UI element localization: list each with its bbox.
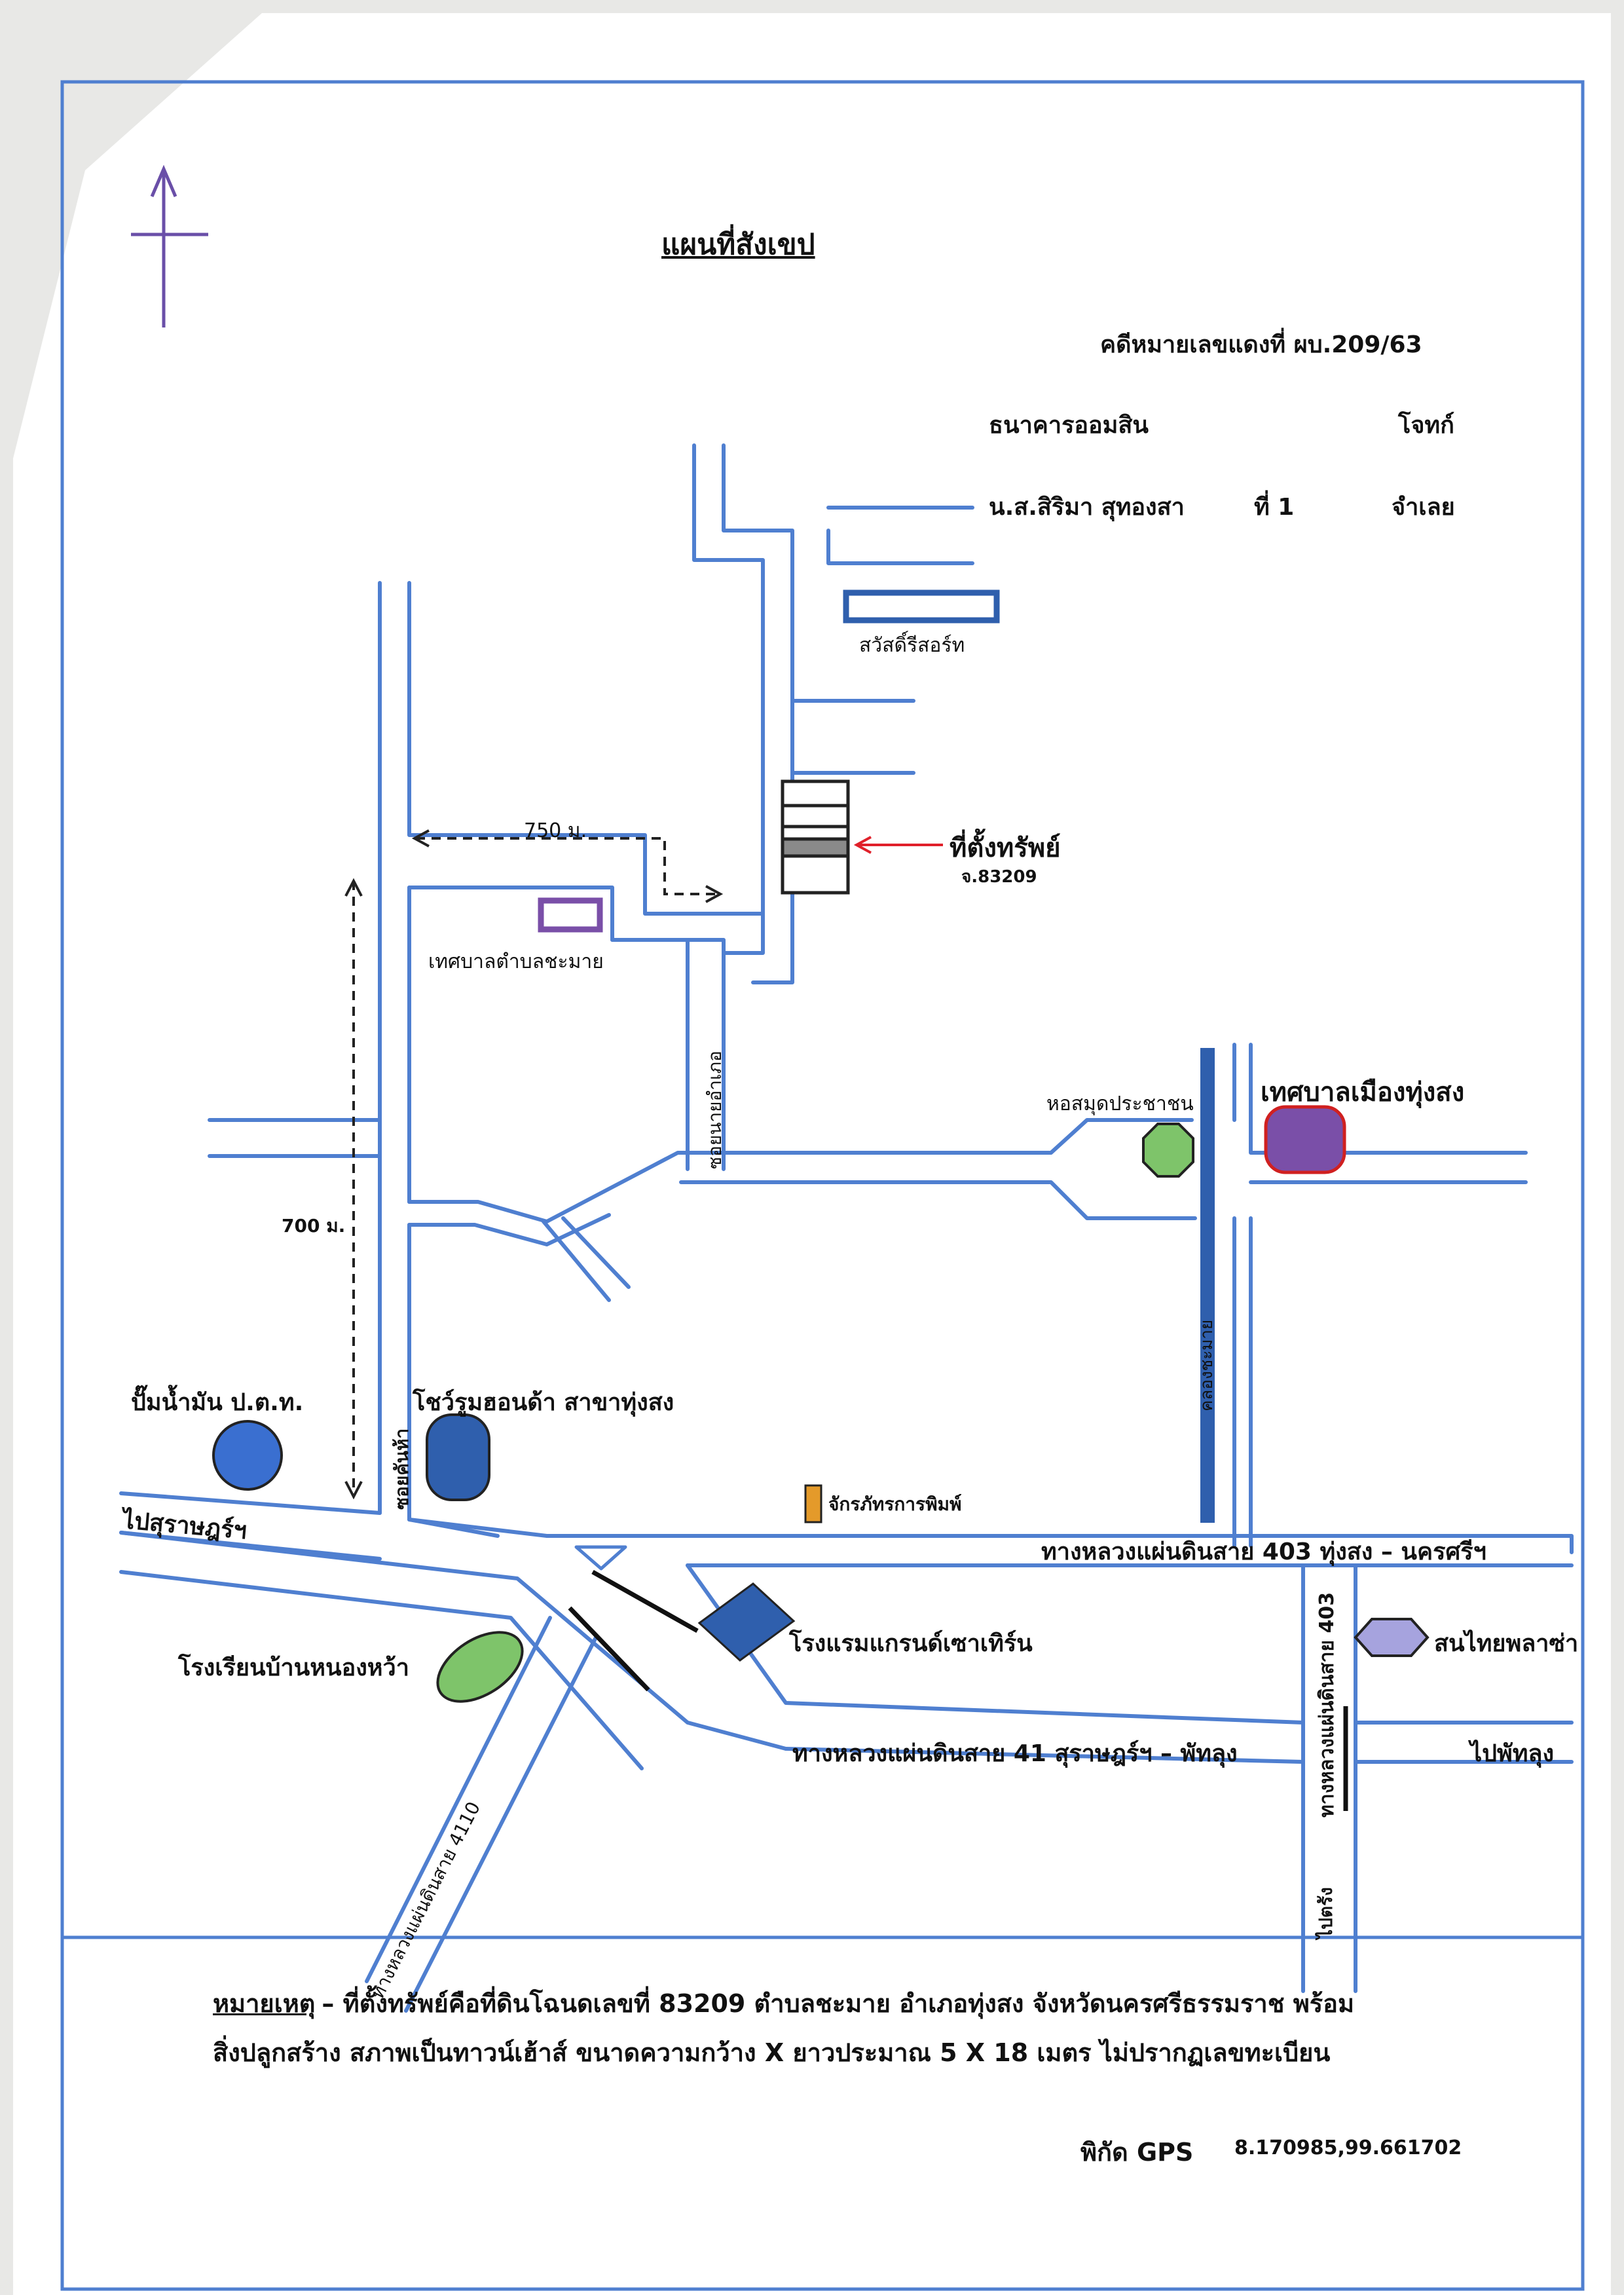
- hwy-403-vertical-label: ทางหลวงแผ่นดินสาย 403: [1316, 1592, 1338, 1818]
- page-title: แผนที่สังเขป: [661, 228, 815, 261]
- library-building: [1142, 1123, 1194, 1178]
- north-arrow-icon: [131, 164, 208, 327]
- plaintiff-role: โจทก์: [1398, 412, 1454, 439]
- remarks-line-2: สิ่งปลูกสร้าง สภาพเป็นทาวน์เฮ้าส์ ขนาดคว…: [213, 2038, 1331, 2067]
- resort-label: สวัสดิ์รีสอร์ท: [859, 634, 965, 657]
- school-label: โรงเรียนบ้านหนองหว้า: [178, 1654, 409, 1681]
- to-phatthalung-label: ไปพัทลุง: [1470, 1740, 1555, 1767]
- distance-arrows: [352, 837, 717, 1497]
- market-label: สนไทยพลาซ่า: [1434, 1630, 1579, 1657]
- subdistrict-office-building: [538, 897, 603, 933]
- case-number: คดีหมายเลขแดงที่ ผบ.209/63: [1100, 331, 1422, 358]
- showroom-building: [426, 1413, 490, 1501]
- defendant-name: น.ส.สิริมา สุทองสา: [989, 494, 1185, 521]
- soi-kuan-label: ซอยคันห้า: [391, 1428, 413, 1510]
- town-office-building: [1264, 1105, 1346, 1174]
- rail-markers: [568, 1569, 1348, 1811]
- defendant-role: จำเลย: [1392, 494, 1455, 521]
- canal: [1200, 1048, 1215, 1523]
- showroom-label: โชว์รูมฮอนด้า สาขาทุ่งสง: [413, 1389, 674, 1416]
- canal-label: คลองชะมาย: [1197, 1319, 1217, 1411]
- subdistrict-office-label: เทศบาลตำบลชะมาย: [428, 950, 604, 973]
- school-building: [436, 1631, 524, 1703]
- page-border: [60, 80, 1585, 2291]
- resort-building: [843, 589, 1000, 624]
- distance-vertical-label: 700 ม.: [282, 1215, 346, 1237]
- property-arrow: [853, 836, 943, 854]
- hwy-403-east-label: ทางหลวงแผ่นดินสาย 403 ทุ่งสง – นครศรีฯ: [1041, 1539, 1486, 1565]
- gps-label: พิกัด GPS: [1080, 2138, 1194, 2167]
- printing-label: จักรภัทรการพิมพ์: [828, 1493, 962, 1515]
- remarks-line-1: หมายเหตุ– ที่ตั้งทรัพย์คือที่ดินโฉนดเลขท…: [213, 1983, 1354, 2023]
- market-building: [1354, 1618, 1430, 1657]
- defendant-number: ที่ 1: [1254, 494, 1295, 521]
- hotel-label: โรงแรมแกรนด์เซาเทิร์น: [789, 1630, 1033, 1657]
- distance-arrowheads: [344, 829, 724, 1500]
- printing-building: [804, 1484, 822, 1523]
- town-office-label: เทศบาลเมืองทุ่งสง: [1261, 1077, 1465, 1108]
- hotel-building: [697, 1582, 796, 1662]
- title-deed-label: จ.83209: [961, 867, 1037, 887]
- plaintiff-name: ธนาคารออมสิน: [989, 412, 1149, 439]
- hwy-41-label: ทางหลวงแผ่นดินสาย 41 สุราษฎร์ฯ – พัทลุง: [792, 1740, 1238, 1767]
- property-building: [781, 779, 850, 895]
- gps-value: 8.170985,99.661702: [1234, 2136, 1462, 2159]
- soi-label: ซอยนายอำเภอ: [704, 1051, 726, 1169]
- to-trang-label: ไปตรัง: [1315, 1887, 1337, 1939]
- gas-station-label: ปั๊มน้ำมัน ป.ต.ท.: [131, 1389, 304, 1416]
- gas-station-marker: [212, 1420, 283, 1491]
- roads: [119, 443, 1574, 2013]
- distance-horizontal-label: 750 ม.: [524, 819, 587, 842]
- remarks-label: หมายเหตุ: [213, 1989, 316, 2018]
- property-label: ที่ตั้งทรัพย์: [950, 833, 1061, 863]
- remarks-text-1: – ที่ตั้งทรัพย์คือที่ดินโฉนดเลขที่ 83209…: [322, 1989, 1355, 2018]
- library-label: หอสมุดประชาชน: [1046, 1092, 1194, 1115]
